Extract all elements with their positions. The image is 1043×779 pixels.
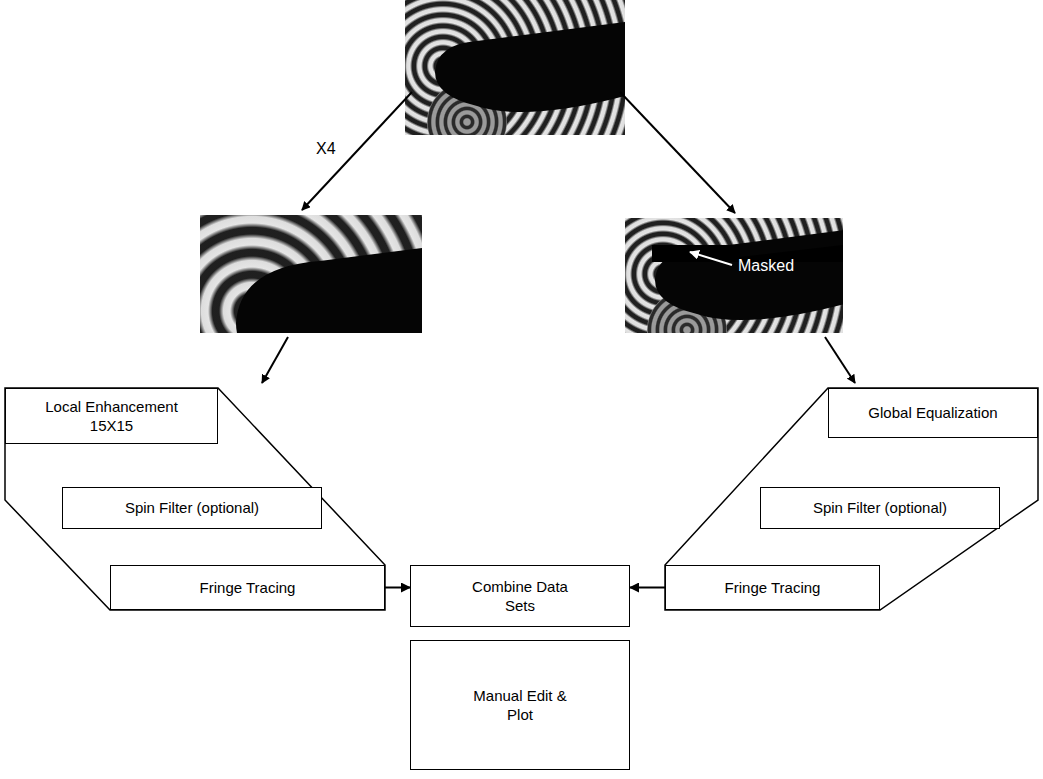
box-text: Local Enhancement 15X15 <box>37 397 187 436</box>
masked-fringe-photo <box>625 218 843 333</box>
process-box: Spin Filter (optional) <box>760 487 1000 529</box>
connector-arrow <box>385 587 410 589</box>
stack-frame <box>665 388 1038 610</box>
box-text: Spin Filter (optional) <box>125 498 259 518</box>
process-box: Spin Filter (optional) <box>62 487 322 529</box>
process-box: Manual Edit & Plot <box>410 640 630 770</box>
process-box: Local Enhancement 15X15 <box>5 388 218 444</box>
box-text: Fringe Tracing <box>200 578 296 598</box>
flow-arrow <box>262 337 288 383</box>
fringe-image <box>405 0 625 162</box>
process-box: Combine Data Sets <box>410 565 630 627</box>
flow-arrow <box>620 92 735 213</box>
fringe-image <box>625 218 843 333</box>
box-text: Fringe Tracing <box>725 578 821 598</box>
fringe-photo <box>405 0 625 162</box>
fringe-image <box>200 215 422 333</box>
box-text: Manual Edit & Plot <box>473 686 568 725</box>
zoomed-fringe-photo <box>200 215 422 333</box>
pointer-arrow <box>690 252 732 265</box>
process-box: Fringe Tracing <box>110 565 385 610</box>
box-text: Global Equalization <box>868 403 997 423</box>
flow-arrow <box>825 337 855 383</box>
stack-frame <box>5 388 385 610</box>
callout-label: Masked <box>738 257 794 275</box>
box-text: Combine Data Sets <box>463 577 578 616</box>
connector-arrow <box>630 587 665 589</box>
magnification-label: X4 <box>316 140 336 158</box>
process-box: Global Equalization <box>828 388 1038 438</box>
box-text: Spin Filter (optional) <box>813 498 947 518</box>
flow-arrow <box>302 92 412 210</box>
process-box: Fringe Tracing <box>665 565 880 610</box>
